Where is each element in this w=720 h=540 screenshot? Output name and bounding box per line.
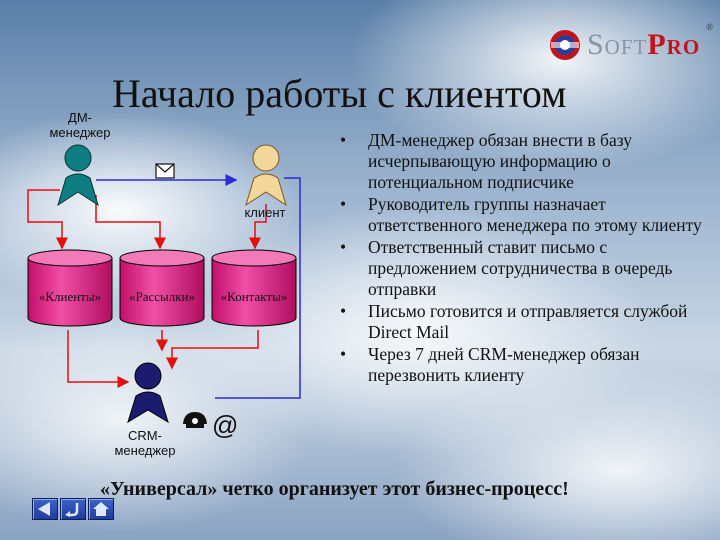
back-button[interactable] <box>32 498 58 520</box>
db-clients-label: «Клиенты» <box>39 289 101 304</box>
contacts-to-crm-arrow <box>172 330 258 368</box>
client-label: клиент <box>230 205 300 220</box>
db-mailings-label: «Рассылки» <box>129 289 195 304</box>
summary-text: «Универсал» четко организует этот бизнес… <box>100 478 700 501</box>
home-icon <box>91 501 111 517</box>
db-contacts <box>212 250 296 326</box>
home-button[interactable] <box>88 498 114 520</box>
crm-manager-icon <box>128 363 168 422</box>
process-step: ДМ-менеджер обязан внести в базу исчерпы… <box>340 130 712 193</box>
return-icon <box>63 501 83 517</box>
db-mailings <box>120 250 204 326</box>
dm-manager-icon <box>58 145 98 205</box>
process-step: Руководитель группы назначает ответствен… <box>340 194 712 236</box>
dm-manager-label: ДМ- менеджер <box>40 110 120 140</box>
process-step: Через 7 дней CRM-менеджер обязан перезво… <box>340 344 712 386</box>
clients-to-crm-arrow <box>68 330 128 382</box>
envelope-icon <box>156 164 174 178</box>
client-icon <box>246 145 286 205</box>
phone-icon <box>183 412 207 428</box>
process-step: Письмо готовится и отправляется службой … <box>340 301 712 343</box>
process-steps-list: ДМ-менеджер обязан внести в базу исчерпы… <box>340 130 712 387</box>
dm-to-mailings-arrow <box>96 195 160 248</box>
db-clients <box>28 250 112 326</box>
db-contacts-label: «Контакты» <box>221 289 288 304</box>
crm-manager-label: CRM- менеджер <box>105 428 185 458</box>
process-step: Ответственный ставит письмо с предложени… <box>340 237 712 300</box>
dm-to-clients-arrow <box>28 190 62 248</box>
email-at-symbol: @ <box>212 410 238 440</box>
back-icon <box>35 501 55 517</box>
return-button[interactable] <box>60 498 86 520</box>
